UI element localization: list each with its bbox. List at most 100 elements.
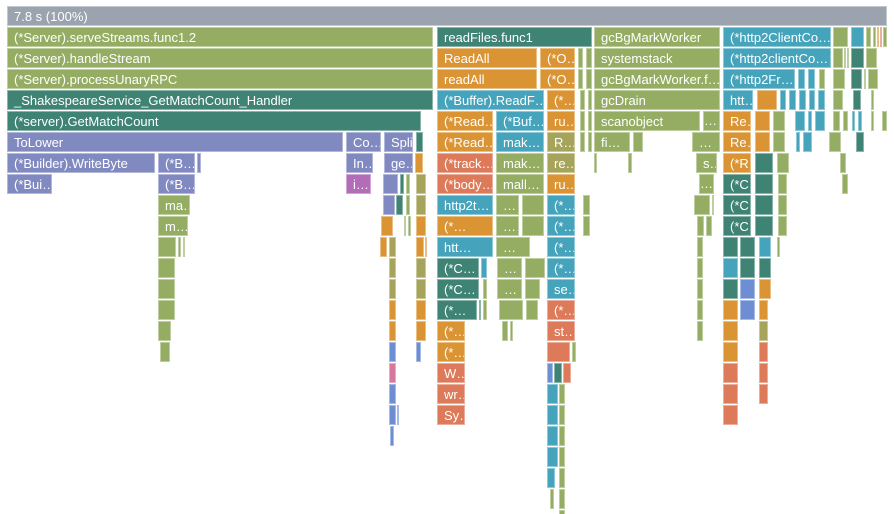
flame-box[interactable]: (*http2Fr…: [723, 69, 795, 89]
flame-box[interactable]: [759, 363, 768, 383]
flame-box[interactable]: [694, 195, 710, 215]
flame-box[interactable]: [706, 216, 712, 236]
flame-box[interactable]: [559, 468, 565, 488]
flame-box[interactable]: [479, 300, 481, 320]
flame-box[interactable]: [547, 384, 558, 404]
flame-box[interactable]: [759, 258, 771, 278]
flame-box[interactable]: [780, 90, 786, 110]
flame-box[interactable]: [697, 279, 703, 299]
flame-box[interactable]: [773, 132, 785, 152]
flame-box[interactable]: fi…: [594, 132, 630, 152]
flame-box[interactable]: (*…: [547, 300, 575, 320]
flame-box[interactable]: …: [703, 111, 720, 131]
flame-box[interactable]: [759, 279, 771, 299]
flame-box[interactable]: [851, 27, 864, 47]
flame-box[interactable]: …: [496, 216, 519, 236]
flame-box[interactable]: mak…: [496, 132, 544, 152]
flame-box[interactable]: [778, 174, 787, 194]
flame-box[interactable]: [803, 132, 812, 152]
flame-box[interactable]: wr…: [437, 384, 465, 404]
flame-box[interactable]: R…: [547, 132, 575, 152]
flame-box[interactable]: …: [496, 195, 519, 215]
flame-box[interactable]: [833, 111, 840, 131]
flame-box[interactable]: [522, 216, 544, 236]
flame-box[interactable]: (*Server).handleStream: [7, 48, 433, 68]
flame-box[interactable]: [383, 174, 398, 194]
flame-box[interactable]: [389, 237, 396, 257]
flame-box[interactable]: Re…: [723, 132, 751, 152]
flame-box[interactable]: [740, 237, 755, 257]
flame-box[interactable]: (*C…: [437, 279, 479, 299]
flame-box[interactable]: [416, 132, 423, 152]
flame-box[interactable]: [833, 27, 848, 47]
flame-box[interactable]: [578, 48, 583, 68]
flame-box[interactable]: [499, 300, 523, 320]
flame-box[interactable]: [390, 426, 394, 446]
flame-box[interactable]: …: [497, 258, 522, 278]
flame-box[interactable]: [843, 111, 848, 131]
flame-box[interactable]: [847, 48, 849, 68]
flame-box[interactable]: [580, 90, 585, 110]
flame-box[interactable]: …: [699, 174, 714, 194]
flame-box[interactable]: http2t…: [437, 195, 493, 215]
flame-box[interactable]: [740, 279, 755, 299]
flame-box[interactable]: [866, 27, 871, 47]
flame-box[interactable]: [723, 321, 738, 341]
flame-box[interactable]: [798, 69, 805, 89]
flame-box[interactable]: [572, 342, 576, 362]
flame-box[interactable]: [526, 300, 538, 320]
flame-box[interactable]: (*B…: [158, 153, 195, 173]
flame-box[interactable]: [755, 132, 770, 152]
flame-box[interactable]: [583, 216, 590, 236]
flame-box[interactable]: [628, 153, 632, 173]
flame-box[interactable]: [525, 279, 540, 299]
flame-box[interactable]: [397, 405, 399, 425]
flame-box[interactable]: [789, 90, 796, 110]
flame-box[interactable]: [389, 342, 396, 362]
flame-box[interactable]: [416, 279, 426, 299]
flame-box[interactable]: [829, 132, 841, 152]
flame-box[interactable]: [481, 258, 487, 278]
flame-box[interactable]: (*…: [547, 216, 575, 236]
flame-box[interactable]: (*Buffer).ReadF…: [437, 90, 544, 110]
flame-box[interactable]: (*C…: [437, 258, 479, 278]
flame-box[interactable]: [594, 153, 597, 173]
flame-box[interactable]: [851, 69, 862, 89]
flame-box[interactable]: (*C…: [723, 195, 751, 215]
flame-box[interactable]: [851, 48, 864, 68]
flame-box[interactable]: htt…: [437, 237, 493, 257]
flame-box[interactable]: [818, 90, 825, 110]
flame-box[interactable]: ru…: [547, 111, 575, 131]
flame-box[interactable]: [416, 174, 426, 194]
flame-box[interactable]: s…: [696, 153, 717, 173]
flame-box[interactable]: (*server).GetMatchCount: [7, 111, 421, 131]
flame-box[interactable]: (*C…: [723, 174, 751, 194]
flame-box[interactable]: m…: [158, 216, 188, 236]
flame-box[interactable]: [759, 321, 768, 341]
flame-box[interactable]: [808, 111, 812, 131]
flame-box[interactable]: ma…: [158, 195, 190, 215]
flame-box[interactable]: [808, 69, 815, 89]
flame-box[interactable]: [819, 69, 825, 89]
flame-box[interactable]: [183, 237, 185, 257]
flame-box[interactable]: [871, 90, 874, 110]
flame-box[interactable]: [773, 111, 785, 131]
flame-box[interactable]: [723, 300, 738, 320]
flame-box[interactable]: (*O…: [540, 48, 575, 68]
flame-box[interactable]: [799, 90, 806, 110]
flame-box[interactable]: [840, 153, 846, 173]
flame-box[interactable]: [796, 132, 800, 152]
flame-box[interactable]: [882, 111, 887, 131]
flame-box[interactable]: [586, 69, 592, 89]
flame-box[interactable]: [809, 90, 815, 110]
flame-box[interactable]: In…: [346, 153, 373, 173]
flame-box[interactable]: [755, 216, 773, 236]
flame-box[interactable]: (*…: [547, 90, 575, 110]
flame-box[interactable]: [381, 216, 393, 236]
flame-box[interactable]: st…: [547, 321, 575, 341]
flame-box[interactable]: (*…: [437, 342, 465, 362]
flame-box[interactable]: [852, 111, 855, 131]
flame-box[interactable]: (*body…: [437, 174, 493, 194]
flame-box[interactable]: [416, 321, 426, 341]
flame-box[interactable]: (*B…: [158, 174, 195, 194]
